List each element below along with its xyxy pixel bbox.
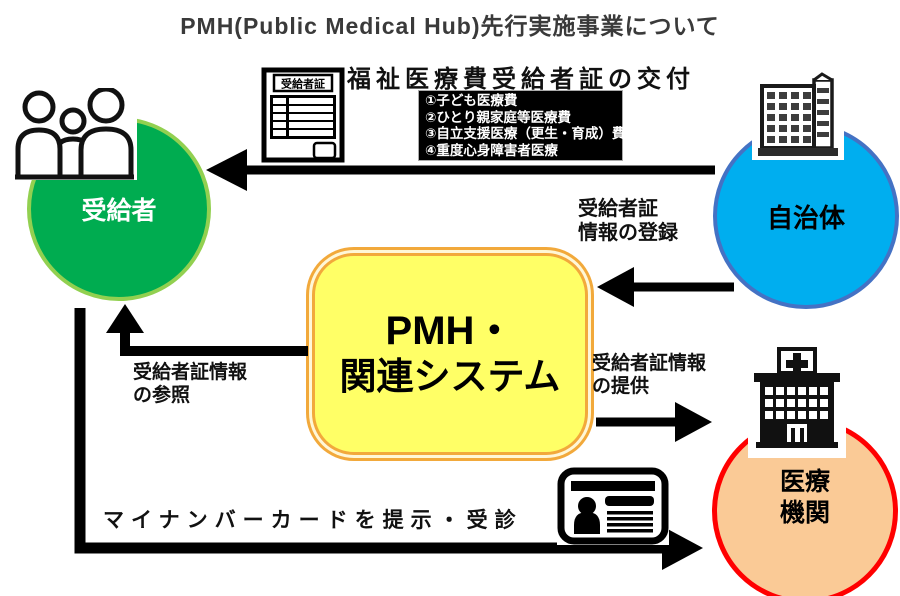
provision-label: 受給者証情報 の提供 bbox=[592, 353, 707, 397]
arrow-reference-pmh-to-recipient bbox=[106, 304, 308, 356]
page-title: PMH(Public Medical Hub)先行実施事業について bbox=[180, 13, 720, 39]
mynumber-card-icon bbox=[557, 467, 669, 545]
arrow-visit-recipient-to-medical bbox=[74, 308, 703, 570]
node-pmh-system: PMH・ 関連システム bbox=[312, 253, 588, 455]
certificate-card-title: 受給者証 bbox=[281, 77, 325, 91]
benefit-type-item: ①子ども医療費 bbox=[425, 93, 518, 108]
pmh-system-label-line2: 関連システム bbox=[339, 356, 561, 397]
pmh-system-label-line1: PMH・ bbox=[385, 309, 515, 353]
visit-label: マイナンバーカードを提示・受診 bbox=[103, 509, 523, 532]
node-municipality-label: 自治体 bbox=[766, 202, 845, 233]
reference-label: 受給者証情報 の参照 bbox=[133, 362, 248, 406]
node-medical-institution-label: 医療機関 bbox=[779, 468, 830, 527]
benefit-type-item: ④重度心身障害者医療 bbox=[425, 142, 558, 158]
family-icon bbox=[12, 86, 137, 180]
arrow-provision-pmh-to-medical bbox=[596, 402, 712, 442]
arrow-registration-municipality-to-pmh bbox=[597, 267, 734, 307]
government-building-icon bbox=[752, 64, 844, 160]
registration-label: 受給者証 情報の登録 bbox=[578, 198, 678, 244]
arrow-issuance-municipality-to-recipient bbox=[206, 149, 715, 191]
hospital-icon bbox=[748, 346, 846, 458]
issuance-label: 福祉医療費受給者証の交付 bbox=[347, 66, 695, 93]
benefit-type-item: ③自立支援医療（更生・育成）費 bbox=[425, 126, 626, 141]
node-recipient-label: 受給者 bbox=[81, 197, 157, 225]
certificate-card-icon: 受給者証 bbox=[261, 67, 345, 163]
benefit-types-box: ①子ども医療費 ②ひとり親家庭等医療費 ③自立支援医療（更生・育成）費 ④重度心… bbox=[418, 90, 626, 161]
benefit-type-item: ②ひとり親家庭等医療費 bbox=[425, 109, 572, 125]
